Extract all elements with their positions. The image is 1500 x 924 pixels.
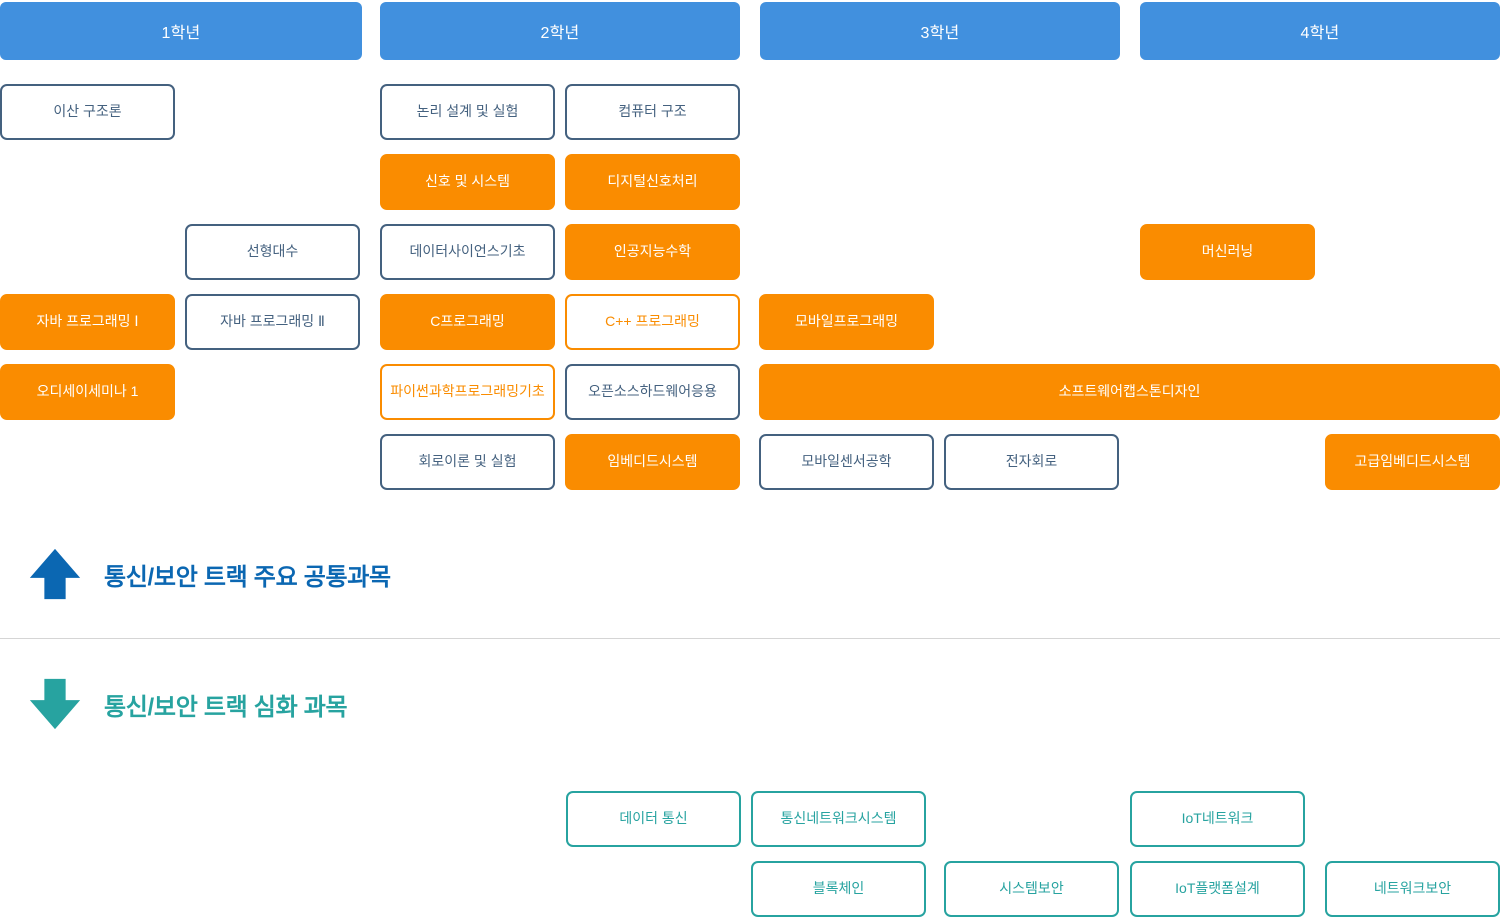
track-course-box[interactable]: 블록체인 [751, 861, 926, 917]
course-box[interactable]: 자바 프로그래밍 Ⅰ [0, 294, 175, 350]
course-box[interactable]: C++ 프로그래밍 [565, 294, 740, 350]
track-legend-label: 통신/보안 트랙 주요 공통과목 [104, 563, 391, 591]
track-course-box[interactable]: 시스템보안 [944, 861, 1119, 917]
arrow-down-icon [24, 675, 86, 733]
track-course-box[interactable]: 네트워크보안 [1325, 861, 1500, 917]
track-legend-row: 통신/보안 트랙 심화 과목 [24, 675, 348, 733]
course-box[interactable]: 파이썬과학프로그래밍기초 [380, 364, 555, 420]
arrow-up-icon [24, 545, 86, 603]
course-box[interactable]: 모바일프로그래밍 [759, 294, 934, 350]
course-box[interactable]: 컴퓨터 구조 [565, 84, 740, 140]
year-header-1: 1학년 [0, 2, 362, 60]
course-box[interactable]: 임베디드시스템 [565, 434, 740, 490]
course-box[interactable]: 데이터사이언스기초 [380, 224, 555, 280]
track-course-box[interactable]: 통신네트워크시스템 [751, 791, 926, 847]
year-header-3: 3학년 [760, 2, 1120, 60]
track-course-box[interactable]: IoT네트워크 [1130, 791, 1305, 847]
track-course-box[interactable]: 데이터 통신 [566, 791, 741, 847]
track-legend-row: 통신/보안 트랙 주요 공통과목 [24, 545, 391, 603]
section-divider [0, 638, 1500, 639]
year-header-2: 2학년 [380, 2, 740, 60]
course-box[interactable]: 오디세이세미나 1 [0, 364, 175, 420]
course-box[interactable]: 소프트웨어캡스톤디자인 [759, 364, 1500, 420]
course-box[interactable]: 인공지능수학 [565, 224, 740, 280]
course-box[interactable]: 회로이론 및 실험 [380, 434, 555, 490]
course-box[interactable]: 자바 프로그래밍 Ⅱ [185, 294, 360, 350]
course-box[interactable]: 고급임베디드시스템 [1325, 434, 1500, 490]
year-header-4: 4학년 [1140, 2, 1500, 60]
track-course-box[interactable]: IoT플랫폼설계 [1130, 861, 1305, 917]
course-box[interactable]: 머신러닝 [1140, 224, 1315, 280]
course-box[interactable]: 이산 구조론 [0, 84, 175, 140]
course-box[interactable]: 오픈소스하드웨어응용 [565, 364, 740, 420]
track-legend-label: 통신/보안 트랙 심화 과목 [104, 693, 348, 721]
course-box[interactable]: C프로그래밍 [380, 294, 555, 350]
course-box[interactable]: 신호 및 시스템 [380, 154, 555, 210]
course-box[interactable]: 디지털신호처리 [565, 154, 740, 210]
course-box[interactable]: 전자회로 [944, 434, 1119, 490]
course-box[interactable]: 논리 설계 및 실험 [380, 84, 555, 140]
course-box[interactable]: 모바일센서공학 [759, 434, 934, 490]
course-box[interactable]: 선형대수 [185, 224, 360, 280]
